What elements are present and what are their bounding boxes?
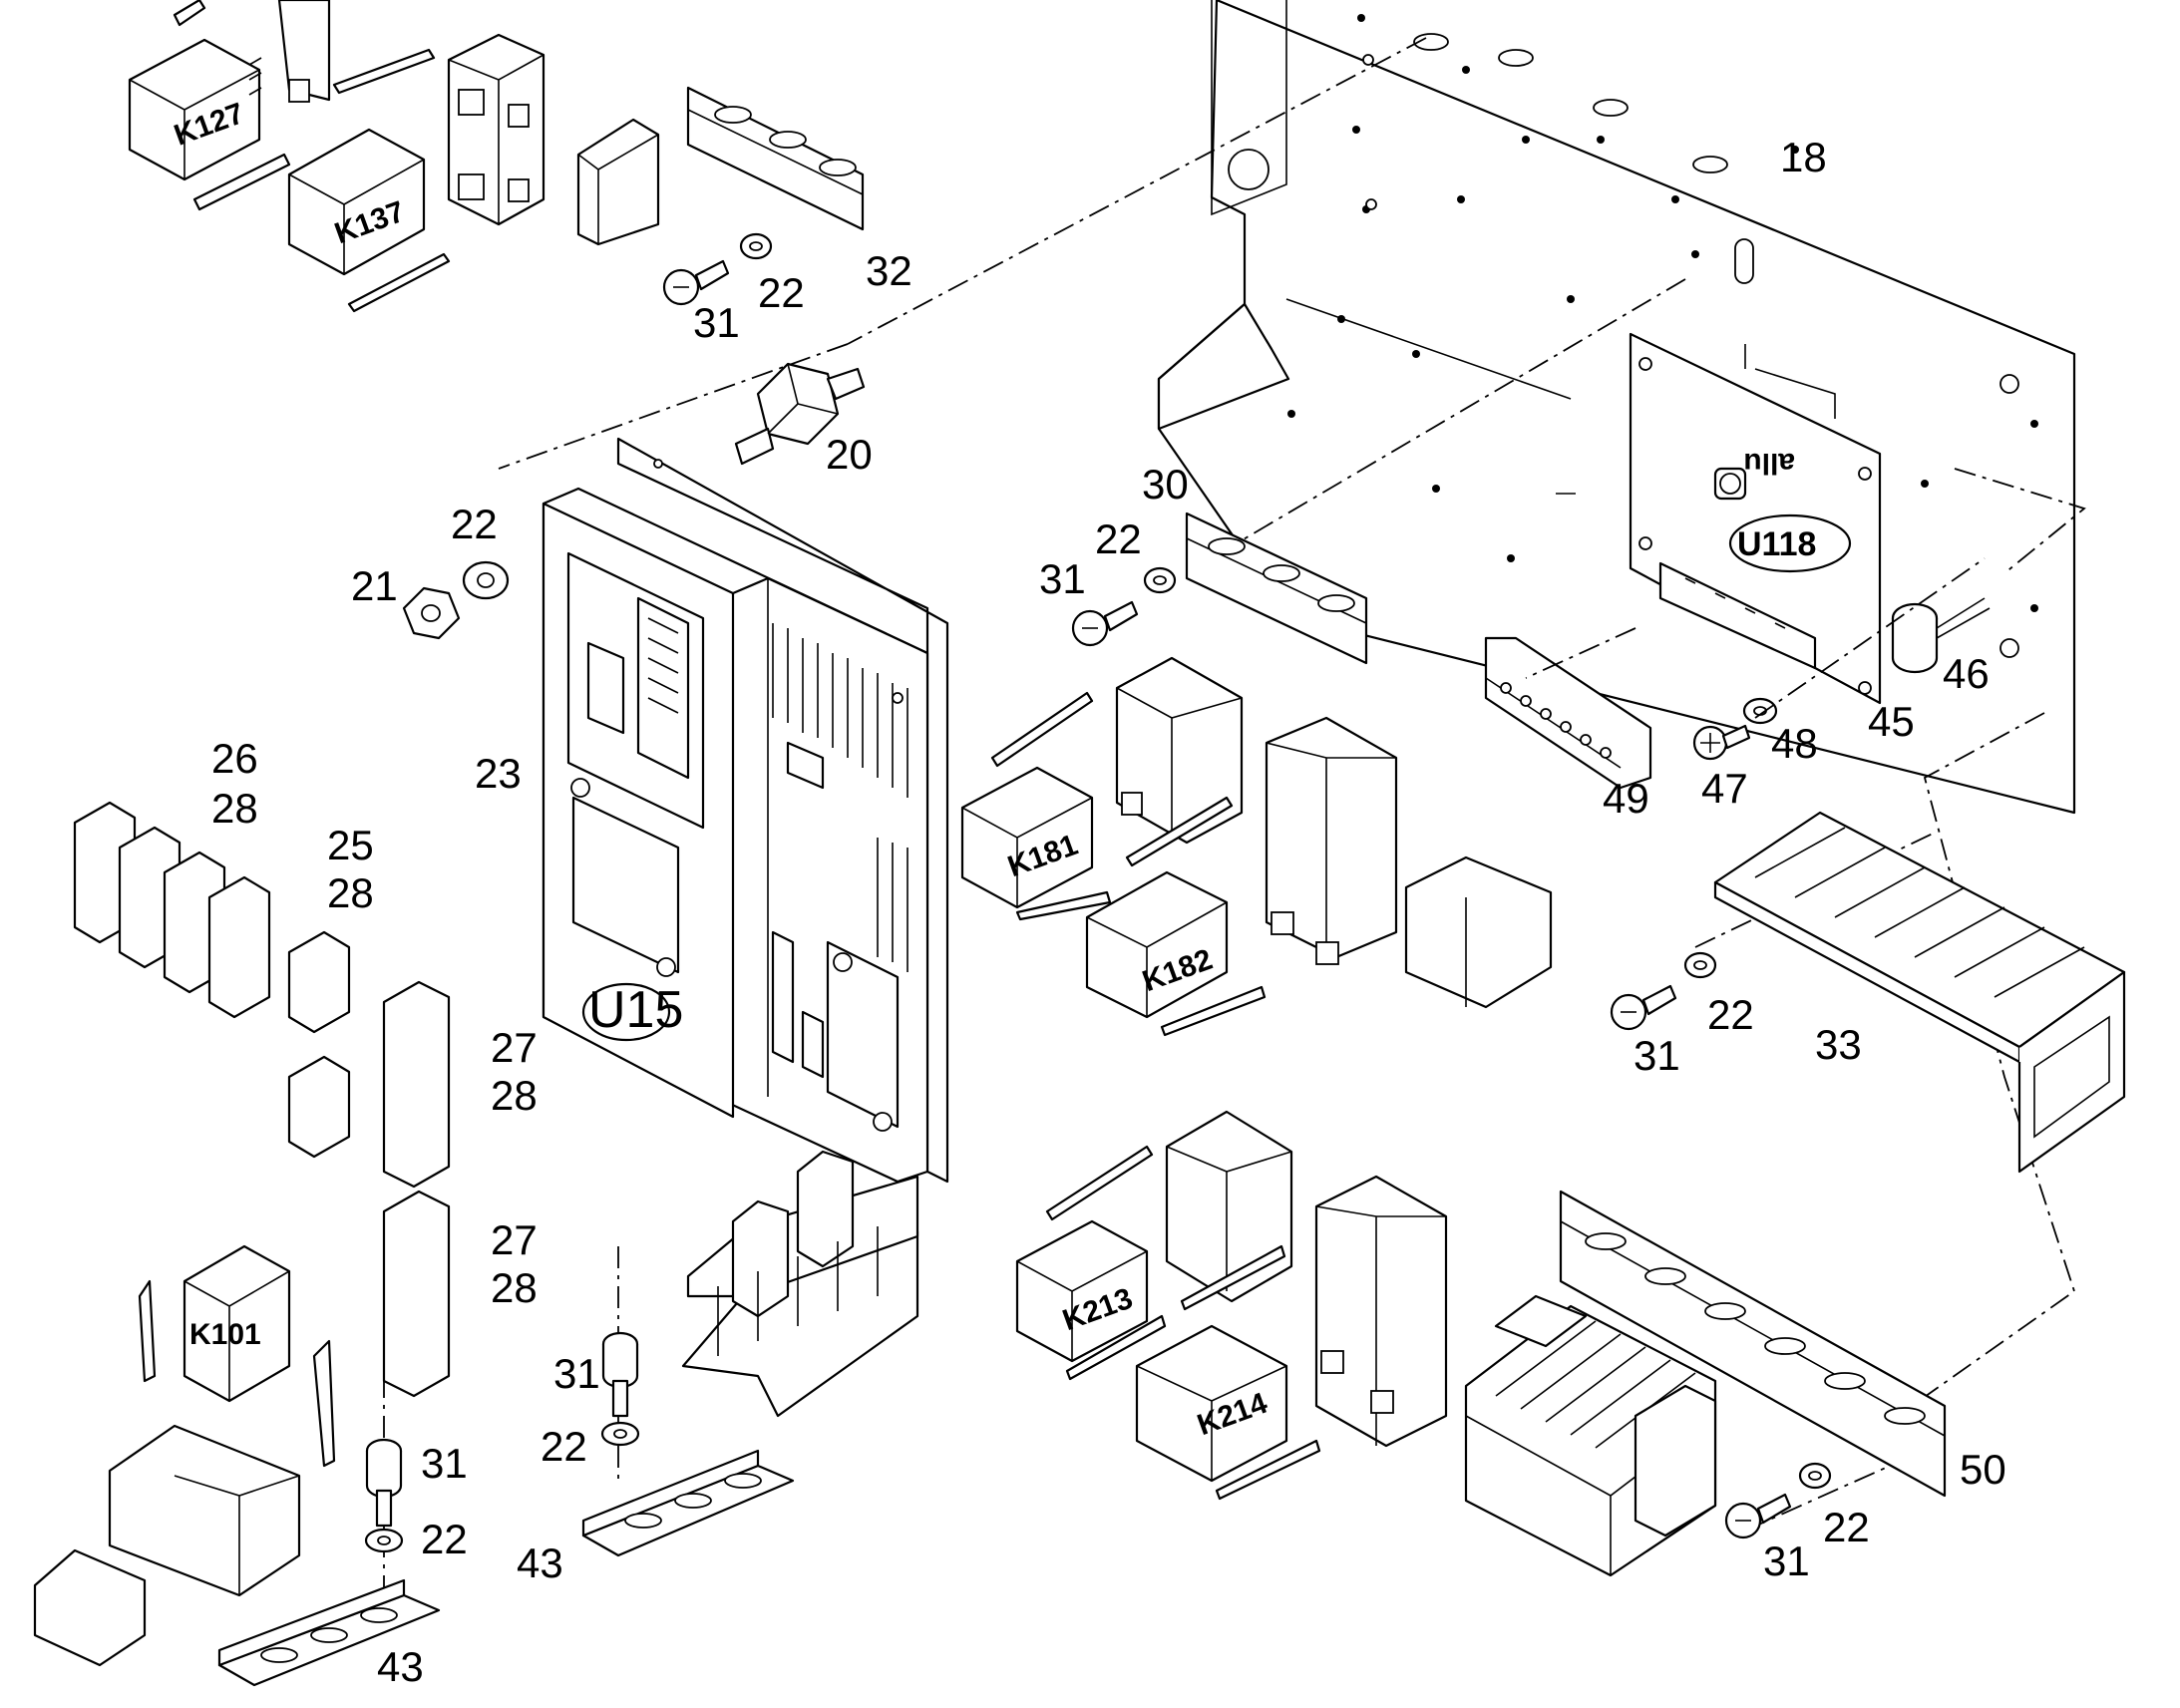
callout-22: 22 xyxy=(1095,515,1142,562)
mounting-plate-18 xyxy=(1157,0,2076,815)
callout-43: 43 xyxy=(517,1539,563,1586)
callout-23: 23 xyxy=(475,750,522,797)
callout-46: 46 xyxy=(1943,650,1990,697)
callout-28: 28 xyxy=(211,785,258,832)
controller-terminals xyxy=(772,623,908,972)
callout-28: 28 xyxy=(491,1264,538,1311)
washer-22-rail50 xyxy=(1798,1462,1832,1490)
callout-31: 31 xyxy=(553,1350,600,1397)
callout-28: 28 xyxy=(327,869,374,916)
callout-20: 20 xyxy=(826,431,873,478)
terminal-blocks-27 xyxy=(382,980,451,1398)
callout-45: 45 xyxy=(1868,698,1915,745)
terminal-row-50 xyxy=(1464,1294,1717,1577)
relay-socket-mid xyxy=(1115,656,1553,1009)
terminal-strip-49 xyxy=(1484,636,1652,790)
terminal-blocks-25 xyxy=(287,930,351,1159)
terminal-assembly-center xyxy=(681,1150,919,1418)
din-rail-43-left xyxy=(217,1578,441,1687)
din-rail-32 xyxy=(686,86,865,231)
relay-socket-top xyxy=(277,0,545,226)
callout-48: 48 xyxy=(1771,720,1818,767)
relay-socket-bottom xyxy=(1165,1110,1448,1448)
callout-49: 49 xyxy=(1603,775,1649,822)
din-rail-43-center xyxy=(581,1449,795,1557)
callout-27: 27 xyxy=(491,1024,538,1071)
relay-k182: K182 xyxy=(1085,870,1229,1019)
washer-22-top xyxy=(739,232,773,260)
relay-socket-k101 xyxy=(33,1424,301,1667)
relay-k214: K214 xyxy=(1135,1324,1288,1483)
clips-mid xyxy=(990,691,1267,1037)
callout-32: 32 xyxy=(866,247,912,294)
washer-22-left xyxy=(364,1528,404,1553)
relay-k127: K127 xyxy=(128,38,262,181)
callout-43: 43 xyxy=(377,1643,424,1690)
callout-26: 26 xyxy=(211,735,258,782)
clips-bottom xyxy=(1045,1145,1321,1501)
callout-31: 31 xyxy=(421,1440,468,1487)
clips-k101 xyxy=(138,1279,336,1468)
callout-25: 25 xyxy=(327,822,374,868)
callout-31: 31 xyxy=(1039,555,1086,602)
screw-47 xyxy=(1692,724,1751,761)
board-u118: allu U118 xyxy=(1629,332,1882,705)
washer-22-mid xyxy=(1143,566,1177,594)
plate-holes xyxy=(1287,14,2038,658)
screw-31-mid xyxy=(1071,600,1139,647)
callout-50: 50 xyxy=(1960,1446,2006,1493)
callout-22: 22 xyxy=(541,1423,587,1470)
callout-28: 28 xyxy=(491,1072,538,1119)
callout-47: 47 xyxy=(1701,765,1748,812)
u118-label: U118 xyxy=(1737,525,1816,563)
standoff-20 xyxy=(734,362,866,466)
callout-22: 22 xyxy=(758,269,805,316)
callout-22: 22 xyxy=(1707,991,1754,1038)
callout-31: 31 xyxy=(693,299,740,346)
relay-k181: K181 xyxy=(960,766,1094,909)
relay-k213: K213 xyxy=(1015,1219,1149,1363)
din-rail-50 xyxy=(1559,1190,1947,1498)
callout-numbers: 18 32 22 31 20 22 21 23 30 22 31 46 45 4… xyxy=(211,134,2006,1690)
callout-22: 22 xyxy=(451,501,498,547)
callout-31: 31 xyxy=(1763,1537,1810,1584)
washer-22-nut xyxy=(462,560,510,600)
relay-k137: K137 xyxy=(287,128,426,276)
screw-31-center xyxy=(601,1331,639,1418)
washer-22-duct xyxy=(1683,951,1717,979)
nut-21 xyxy=(402,586,461,640)
callout-33: 33 xyxy=(1815,1021,1862,1068)
callout-22: 22 xyxy=(421,1516,468,1562)
screw-31-rail50 xyxy=(1724,1493,1792,1539)
relay-k101: K101 xyxy=(182,1244,291,1403)
cable-duct-33 xyxy=(1713,811,2126,1174)
board-mark: allu xyxy=(1743,447,1795,480)
screw-31-top xyxy=(662,259,730,306)
callout-18: 18 xyxy=(1780,134,1827,180)
controller-u15: U15 xyxy=(542,437,949,1184)
screw-31-duct xyxy=(1610,984,1677,1031)
screw-31-left xyxy=(365,1438,403,1528)
callout-30: 30 xyxy=(1142,461,1189,508)
cover-top xyxy=(576,118,660,246)
u15-label: U15 xyxy=(588,981,683,1039)
spacer-46 xyxy=(1891,597,1991,674)
din-rail-30 xyxy=(1185,512,1368,665)
k101-label: K101 xyxy=(189,1318,261,1351)
washer-22-center xyxy=(600,1421,640,1447)
callout-21: 21 xyxy=(351,562,398,609)
callout-31: 31 xyxy=(1634,1032,1680,1079)
clips-top xyxy=(173,0,451,313)
callout-27: 27 xyxy=(491,1216,538,1263)
terminal-blocks-26 xyxy=(73,801,271,1019)
callout-22: 22 xyxy=(1823,1504,1870,1550)
